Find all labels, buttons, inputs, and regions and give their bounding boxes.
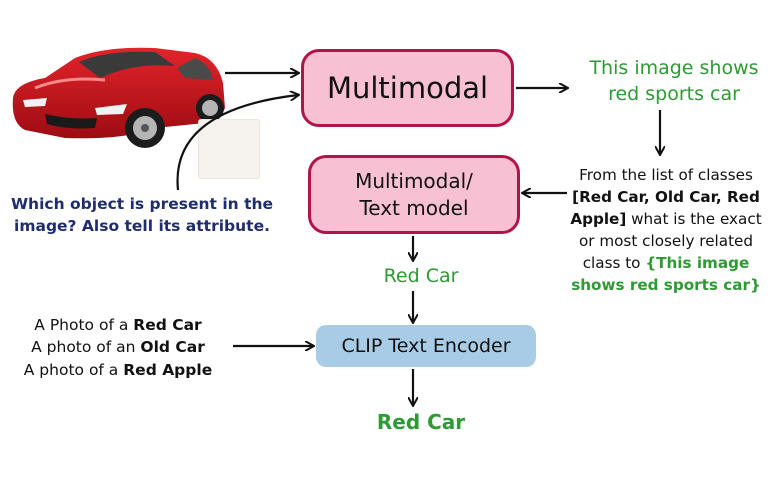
text-model-line2: Text model — [359, 195, 469, 220]
clip-label: CLIP Text Encoder — [341, 335, 511, 357]
prompt-line5-pre: class to — [582, 254, 646, 273]
prompt-caption-ref1: {This image — [645, 254, 750, 273]
clip-prompt-item: A Photo of a Red Car — [34, 316, 202, 334]
arrow-question-to-multimodal — [176, 95, 298, 191]
car-image — [12, 47, 225, 148]
clip-prompt-item: A photo of an Old Car — [31, 338, 205, 357]
multimodal-label: Multimodal — [326, 71, 489, 105]
prompt-line3-rest: what is the exact — [626, 210, 762, 229]
prompt-line1: From the list of classes — [579, 166, 753, 184]
prompt-classes-bold: [Red Car, Old Car, Red — [572, 188, 760, 207]
prompt-classes-bold2: Apple] — [570, 210, 627, 229]
prompt-caption-ref2: shows red sports car} — [571, 276, 761, 295]
caption-output: This image shows red sports car — [570, 56, 778, 107]
clip-text-encoder-box: CLIP Text Encoder — [316, 325, 536, 367]
prompt-line4: or most closely related — [578, 232, 754, 251]
class-prompt-text: From the list of classes [Red Car, Old C… — [566, 164, 766, 296]
text-model-box: Multimodal/ Text model — [308, 155, 520, 234]
multimodal-box: Multimodal — [301, 49, 514, 127]
question-line2: image? Also tell its attribute. — [14, 216, 270, 235]
image-placeholder — [198, 119, 260, 179]
caption-line2: red sports car — [608, 82, 740, 105]
clip-prompt-list: A Photo of a Red Car A photo of an Old C… — [8, 314, 228, 381]
text-model-output: Red Car — [383, 265, 459, 287]
question-line1: Which object is present in the — [10, 195, 274, 213]
final-output: Red Car — [376, 410, 466, 434]
caption-line1: This image shows — [589, 57, 759, 79]
question-text: Which object is present in the image? Al… — [2, 194, 282, 237]
clip-prompt-item: A photo of a Red Apple — [23, 360, 213, 379]
text-model-line1: Multimodal/ — [355, 168, 473, 193]
